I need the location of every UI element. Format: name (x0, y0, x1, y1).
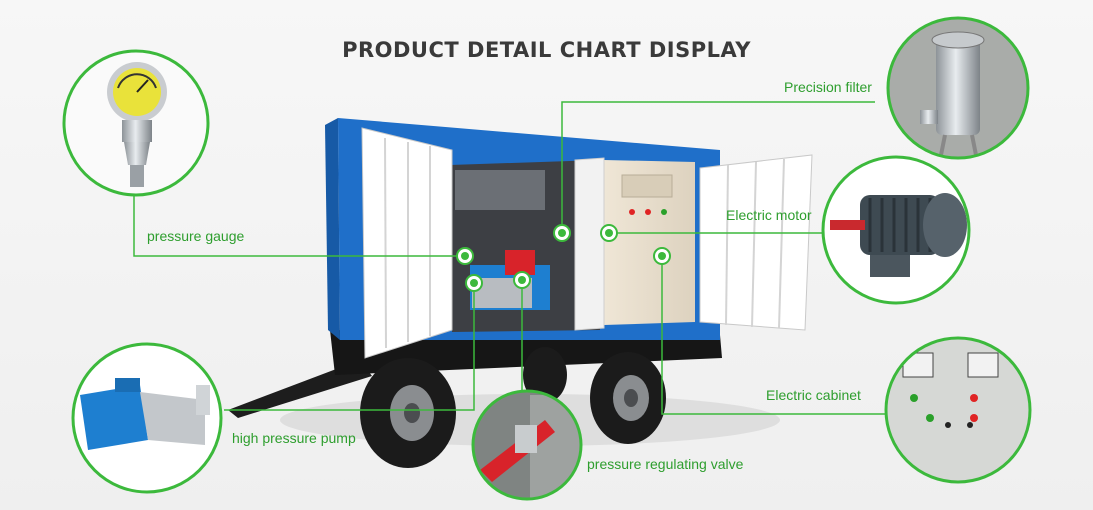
dot-electric-motor (600, 224, 618, 242)
dot-pressure-regulating-valve (513, 271, 531, 289)
electric-motor-icon (821, 155, 971, 305)
dot-high-pressure-pump (465, 274, 483, 292)
leader-precision-filter (561, 101, 875, 233)
dot-electric-cabinet (653, 247, 671, 265)
label-pressure-gauge: pressure gauge (147, 228, 245, 244)
label-high-pressure-pump: high pressure pump (232, 430, 356, 446)
leader-high-pressure-pump (224, 283, 475, 411)
label-pressure-regulating-valve: pressure regulating valve (587, 456, 744, 472)
control-panel-icon (884, 336, 1032, 484)
pressure-gauge-icon (62, 49, 210, 197)
dot-pressure-gauge (456, 247, 474, 265)
leader-pressure-gauge (133, 196, 465, 257)
leader-lines (133, 101, 886, 415)
label-precision-filter: Precision filter (784, 79, 872, 95)
filter-housing-icon (886, 16, 1030, 160)
valve-handle-icon (471, 389, 583, 501)
dot-precision-filter (553, 224, 571, 242)
leader-electric-cabinet (661, 256, 886, 415)
page-title: PRODUCT DETAIL CHART DISPLAY (342, 38, 751, 62)
callout-dots (456, 224, 671, 292)
label-electric-cabinet: Electric cabinet (766, 387, 861, 403)
plunger-pump-icon (71, 342, 223, 494)
label-electric-motor: Electric motor (726, 207, 812, 223)
